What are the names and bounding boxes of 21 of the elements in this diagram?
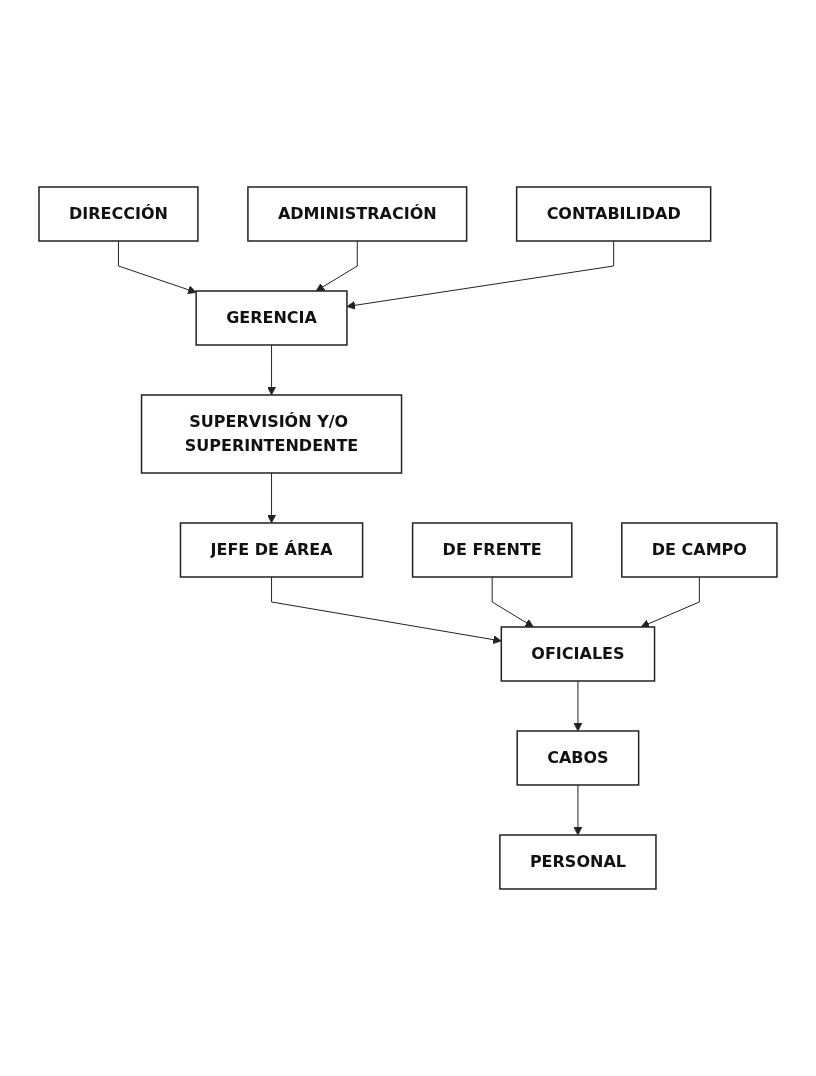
node-box: ADMINISTRACIÓN [247, 186, 468, 242]
arrow [267, 472, 276, 524]
node-box: JEFE DE ÁREA [179, 522, 364, 578]
arrow [491, 576, 534, 628]
node-box: SUPERVISIÓN Y/O SUPERINTENDENTE [140, 394, 403, 474]
node-box: CABOS [516, 730, 640, 786]
node-box: GERENCIA [195, 290, 348, 346]
arrow [267, 344, 276, 396]
arrow [271, 576, 502, 644]
node-box: CONTABILIDAD [515, 186, 712, 242]
node-box: DE CAMPO [621, 522, 778, 578]
arrow [315, 240, 358, 292]
arrow [573, 784, 583, 836]
arrow [346, 240, 615, 310]
node-box: DIRECCIÓN [38, 186, 199, 242]
node-box: DE FRENTE [411, 522, 573, 578]
arrow [573, 680, 583, 732]
node-box: PERSONAL [499, 834, 657, 890]
arrow [640, 576, 700, 628]
arrow [118, 240, 197, 294]
node-box: OFICIALES [500, 626, 656, 682]
